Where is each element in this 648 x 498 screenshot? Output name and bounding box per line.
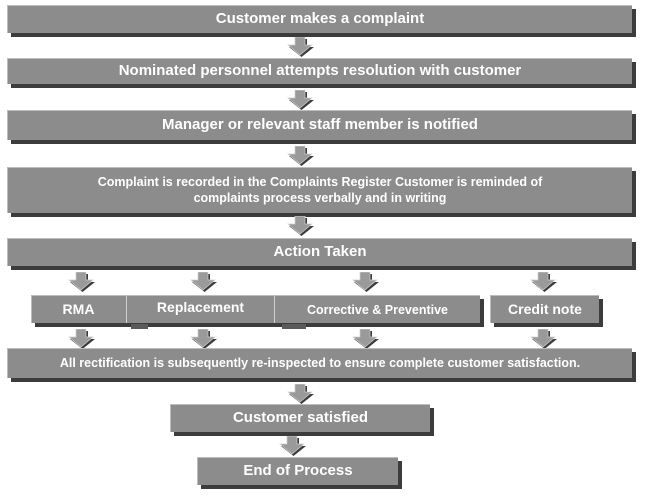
step-nominated-personnel-label: Nominated personnel attempts resolution … [118,62,522,80]
down-arrow-icon [286,146,314,166]
down-arrow-icon [286,90,314,110]
step-rectification-reinspected-label: All rectification is subsequently re-ins… [59,355,581,370]
action-rma: RMA [31,295,126,323]
step-customer-complaint: Customer makes a complaint [7,5,632,33]
action-corrective-preventive: Corrective & Preventive [275,296,480,324]
step-complaint-recorded-line1: Complaint is recorded in the Complaints … [97,174,543,189]
down-arrow-icon [351,329,379,349]
step-action-taken: Action Taken [7,238,632,266]
step-complaint-recorded: Complaint is recorded in the Complaints … [7,167,632,213]
down-arrow-icon [351,272,379,292]
down-arrow-icon [67,329,95,349]
down-arrow-icon [286,216,314,236]
down-arrow-icon [529,329,557,349]
step-end-of-process-label: End of Process [243,462,353,480]
action-credit-note: Credit note [490,295,599,323]
action-group [31,295,480,323]
step-customer-satisfied-label: Customer satisfied [232,409,369,427]
action-credit-note-label: Credit note [508,300,582,317]
down-arrow-icon [286,384,314,404]
action-replacement-label: Replacement [156,299,245,315]
connector-tick [131,324,148,329]
step-manager-notified: Manager or relevant staff member is noti… [7,110,632,140]
step-manager-notified-label: Manager or relevant staff member is noti… [162,116,478,134]
down-arrow-icon [189,272,217,292]
step-action-taken-label: Action Taken [273,243,367,261]
connector-tick [282,324,306,329]
down-arrow-icon [278,436,306,456]
step-customer-satisfied: Customer satisfied [170,404,430,432]
step-complaint-recorded-line2: complaints process verbally and in writi… [193,190,447,205]
down-arrow-icon [529,272,557,292]
step-nominated-personnel: Nominated personnel attempts resolution … [7,58,632,84]
action-rma-label: RMA [62,301,95,317]
step-customer-complaint-label: Customer makes a complaint [215,10,425,28]
down-arrow-icon [286,37,314,57]
action-corrective-preventive-label: Corrective & Preventive [306,303,449,317]
down-arrow-icon [67,272,95,292]
step-end-of-process: End of Process [197,457,398,485]
step-rectification-reinspected: All rectification is subsequently re-ins… [7,348,632,378]
action-replacement: Replacement [127,293,274,321]
action-divider [126,296,127,323]
down-arrow-icon [189,329,217,349]
action-divider [274,296,275,323]
